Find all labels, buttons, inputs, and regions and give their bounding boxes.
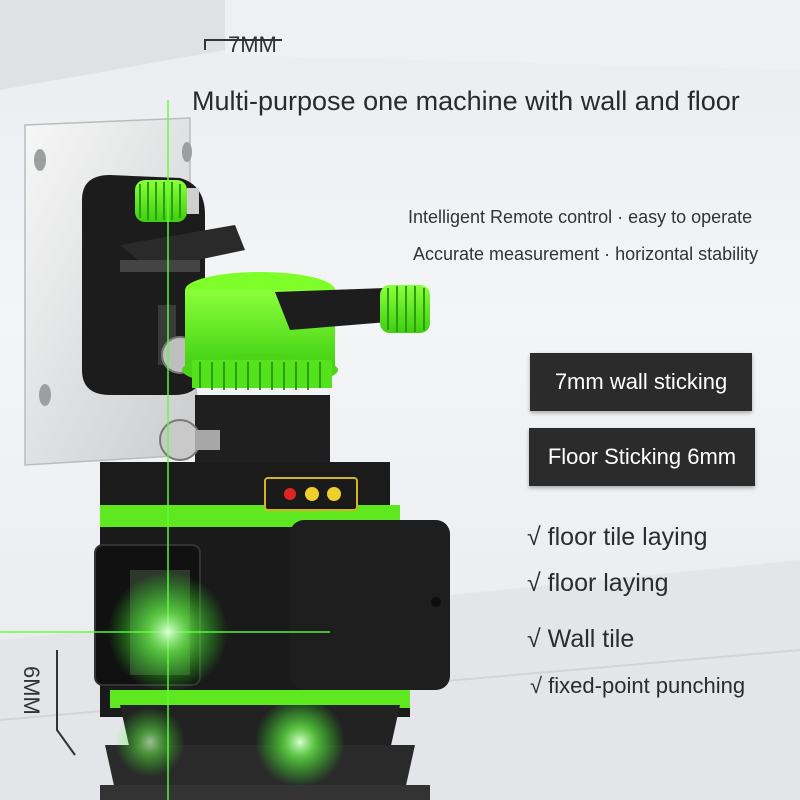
headline: Multi-purpose one machine with wall and … — [192, 86, 740, 116]
feature-remote-control: Intelligent Remote control · easy to ope… — [408, 207, 753, 227]
dimension-line-left — [56, 650, 76, 756]
laser-beams — [0, 100, 345, 800]
adjust-knob-top — [135, 180, 199, 222]
use-fixed-point-punching: √ fixed-point punching — [530, 673, 746, 698]
rotating-head — [182, 272, 430, 390]
use-floor-tile-laying: √ floor tile laying — [527, 523, 708, 551]
use-wall-tile: √ Wall tile — [527, 625, 635, 653]
use-floor-laying: √ floor laying — [527, 569, 669, 597]
dimension-label-top: 7MM — [228, 32, 277, 57]
dimension-line-top — [204, 39, 282, 50]
feature-accuracy: Accurate measurement · horizontal stabil… — [413, 244, 759, 264]
floor-sticking-badge: Floor Sticking 6mm — [529, 428, 755, 486]
wall-sticking-badge: 7mm wall sticking — [530, 353, 752, 411]
neck-block — [159, 395, 330, 470]
dimension-label-left: 6MM — [19, 666, 44, 715]
